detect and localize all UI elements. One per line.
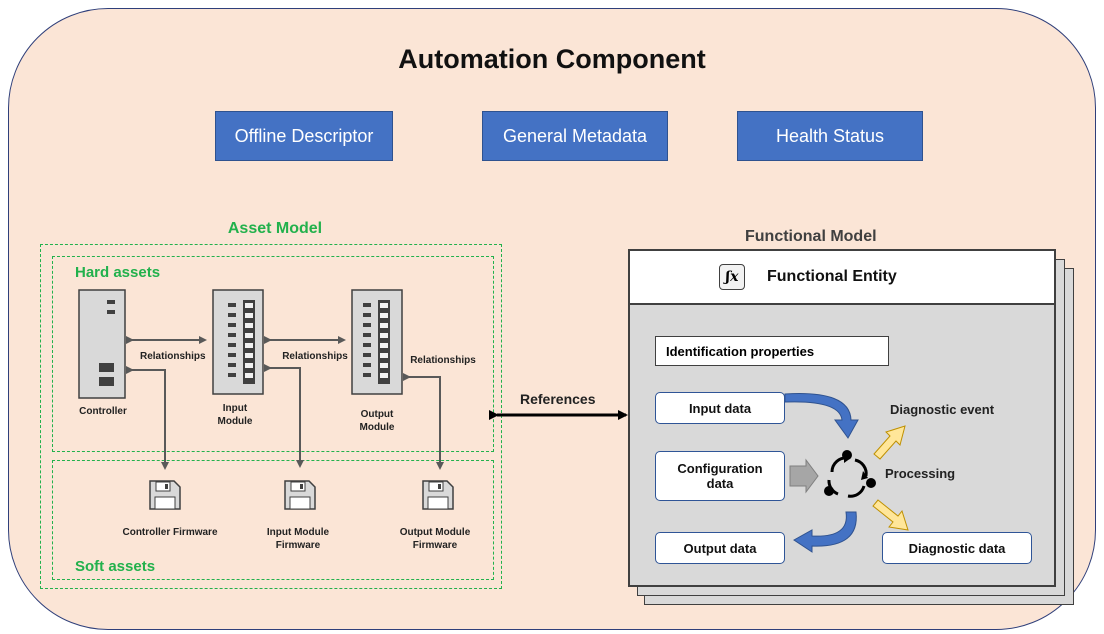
identification-properties-box[interactable]: Identification properties	[655, 336, 889, 366]
diagnostic-data-arrow	[872, 499, 909, 531]
output-flow-arrow	[793, 511, 857, 553]
processing-label: Processing	[885, 466, 956, 481]
input-flow-arrow	[784, 393, 859, 439]
processing-cycle-icon	[824, 450, 876, 498]
page-title: Automation Component	[398, 44, 706, 74]
input-data-box[interactable]: Input data	[655, 392, 785, 424]
hard-assets-label: Hard assets	[75, 264, 161, 281]
diagnostic-event-arrow	[873, 425, 906, 460]
controller-label: Controller	[79, 406, 127, 417]
soft-assets-label: Soft assets	[75, 558, 156, 575]
functional-entity-header: ʃx Functional Entity	[630, 251, 1054, 305]
general-metadata-box[interactable]: General Metadata	[482, 111, 668, 161]
functional-model-title: Functional Model	[745, 228, 877, 245]
diagnostic-data-box[interactable]: Diagnostic data	[882, 532, 1032, 564]
functional-entity-title: Functional Entity	[767, 268, 897, 285]
firmware-link-arrows	[126, 364, 444, 470]
input-module-label: Input Module	[217, 403, 253, 427]
offline-descriptor-box[interactable]: Offline Descriptor	[215, 111, 393, 161]
controller-device-icon	[78, 289, 126, 399]
output-data-box[interactable]: Output data	[655, 532, 785, 564]
input-module-device-icon	[212, 289, 264, 395]
output-module-label: Output Module	[359, 409, 395, 433]
relationships-label: Relationships	[282, 351, 348, 362]
config-flow-arrow	[789, 458, 819, 494]
relationships-label: Relationships	[140, 351, 206, 362]
diagnostic-event-label: Diagnostic event	[890, 402, 995, 417]
input-module-firmware-label: Input Module Firmware	[266, 527, 330, 551]
output-module-device-icon	[351, 289, 403, 395]
output-module-firmware-label: Output Module Firmware	[399, 527, 471, 551]
function-fx-icon: ʃx	[719, 264, 745, 290]
floppy-disk-icon	[284, 480, 316, 510]
asset-model-title: Asset Model	[227, 220, 323, 237]
floppy-disk-icon	[422, 480, 454, 510]
references-label: References	[520, 391, 596, 407]
controller-firmware-label: Controller Firmware	[122, 527, 218, 538]
floppy-disk-icon	[149, 480, 181, 510]
relationships-label: Relationships	[410, 355, 476, 366]
configuration-data-box[interactable]: Configuration data	[655, 451, 785, 501]
health-status-box[interactable]: Health Status	[737, 111, 923, 161]
